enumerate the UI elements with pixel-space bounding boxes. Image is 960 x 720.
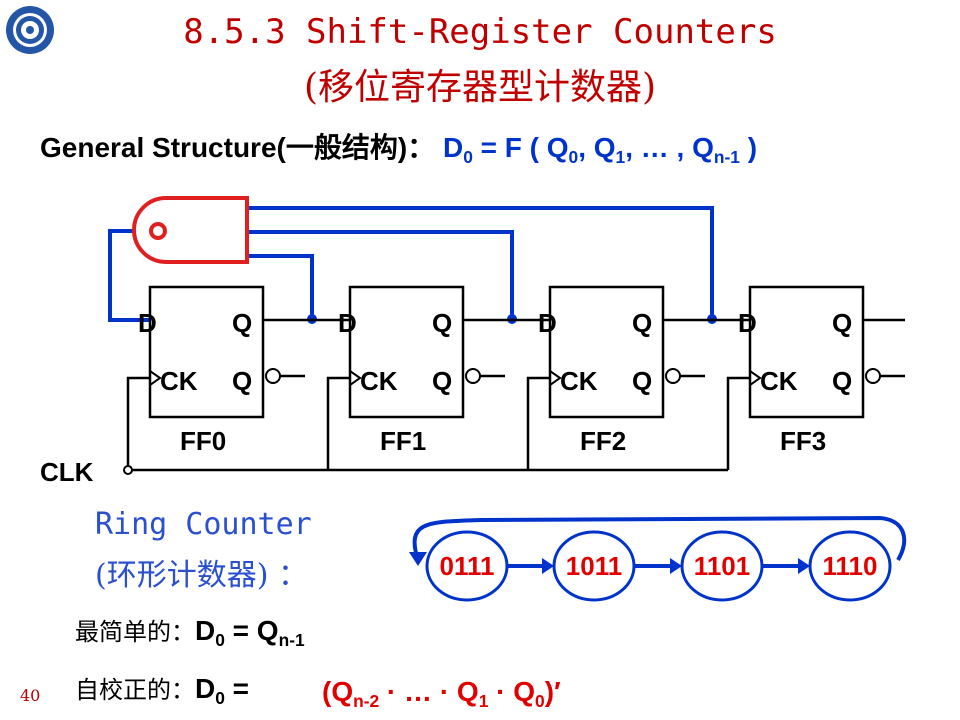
ring-state-diagram: 0111 1011 1101 1110	[409, 515, 907, 602]
simplest-label: 最简单的：	[75, 618, 195, 646]
ring-counter-label-cn: (环形计数器) ：	[95, 558, 308, 593]
general-structure-line: General Structure(一般结构)： D0 = F ( Q0, Q1…	[40, 126, 757, 168]
q-pin-label: Q	[432, 308, 452, 338]
state-0111: 0111	[440, 551, 495, 581]
ck-pin-label: CK	[360, 366, 398, 396]
d-pin-label: D	[538, 308, 557, 338]
self-correcting-expression: (Qn-2 · … · Q1 · Q0)′	[322, 676, 561, 712]
state-node	[425, 530, 509, 602]
q-pin-label: Q	[832, 308, 852, 338]
slide-title: 8.5.3 Shift-Register Counters	[183, 12, 777, 52]
state-1011: 1011	[566, 551, 622, 581]
qbar-pin-label: Q	[232, 366, 252, 396]
state-1101: 1101	[694, 551, 750, 581]
ff-name-label: FF0	[180, 426, 226, 456]
ck-pin-label: CK	[160, 366, 198, 396]
ff-name-label: FF1	[380, 426, 426, 456]
ff-name-label: FF3	[780, 426, 826, 456]
self-correcting-label: 自校正的：	[75, 676, 195, 704]
page-number: 40	[20, 686, 41, 705]
d-pin-label: D	[138, 308, 157, 338]
ck-pin-label: CK	[560, 366, 598, 396]
q-pin-label: Q	[232, 308, 252, 338]
general-structure-label: General Structure(一般结构)：	[40, 132, 436, 163]
university-seal-icon	[6, 6, 54, 54]
ring-counter-label: Ring Counter	[95, 507, 312, 542]
nand-gate	[132, 196, 249, 264]
general-structure-equation: D0 = F ( Q0, Q1, … , Qn-1 )	[442, 132, 758, 168]
q-pin-label: Q	[632, 308, 652, 338]
simplest-equation: 最简单的：D0 = Qn-1	[75, 615, 305, 651]
d-pin-label: D	[338, 308, 357, 338]
qbar-pin-label: Q	[432, 366, 452, 396]
slide-subtitle: (移位寄存器型计数器)	[303, 67, 657, 108]
state-1110: 1110	[823, 551, 878, 581]
ff-name-label: FF2	[580, 426, 626, 456]
state-node	[552, 530, 636, 602]
self-correcting-equation: 自校正的：D0 =	[75, 673, 250, 709]
clk-label: CLK	[40, 457, 94, 487]
state-node	[680, 530, 764, 602]
clk-terminal	[123, 465, 133, 475]
qbar-pin-label: Q	[632, 366, 652, 396]
d-pin-label: D	[738, 308, 757, 338]
arrowheads	[409, 552, 810, 574]
qbar-pin-label: Q	[832, 366, 852, 396]
feedback-wires	[108, 206, 714, 322]
ck-pin-label: CK	[760, 366, 798, 396]
state-node	[808, 530, 892, 602]
